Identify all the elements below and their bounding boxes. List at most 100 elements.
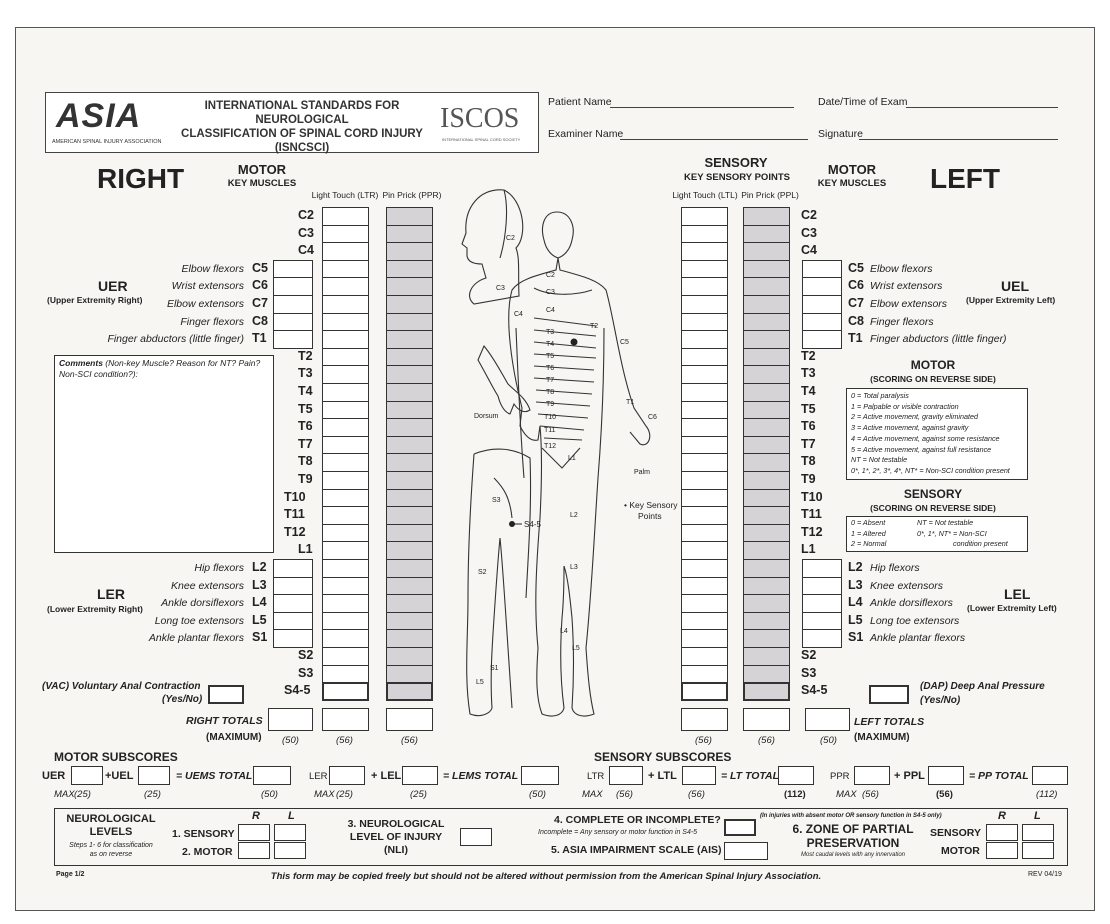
right-pp-l1[interactable] [386,541,433,560]
left-pp-l1[interactable] [743,541,790,560]
left-lt-t3[interactable] [681,365,728,384]
ltl-sub-box[interactable] [682,766,716,785]
right-lt-t8[interactable] [322,453,369,472]
vac-box[interactable] [208,685,244,704]
left-lt-s1[interactable] [681,629,728,648]
right-motor-l2[interactable] [273,559,313,578]
left-pp-l4[interactable] [743,594,790,613]
left-motor-l2[interactable] [802,559,842,578]
zpp-sensory-l[interactable] [1022,824,1054,841]
right-motor-l5[interactable] [273,611,313,631]
left-lt-c8[interactable] [681,312,728,332]
left-pp-s1[interactable] [743,629,790,648]
patient-name-field[interactable] [610,107,794,108]
left-pp-t12[interactable] [743,523,790,543]
uel-sub-box[interactable] [138,766,170,785]
left-lt-c4[interactable] [681,242,728,261]
right-pp-c8[interactable] [386,312,433,332]
signature-field[interactable] [859,139,1058,140]
left-pp-c8[interactable] [743,312,790,332]
right-pp-c5[interactable] [386,259,433,279]
right-motor-t1[interactable] [273,330,313,349]
left-pp-t4[interactable] [743,383,790,402]
left-pp-l2[interactable] [743,559,790,578]
right-pp-s1[interactable] [386,629,433,648]
right-pp-t9[interactable] [386,471,433,490]
nl-sensory-r[interactable] [238,824,270,841]
left-lt-t7[interactable] [681,435,728,455]
right-pp-t4[interactable] [386,383,433,402]
right-motor-l3[interactable] [273,576,313,596]
left-pp-t9[interactable] [743,471,790,490]
lt-total-box[interactable] [778,766,814,785]
left-pp-s4-5[interactable] [743,682,790,701]
pp-total-box[interactable] [1032,766,1068,785]
right-pp-t10[interactable] [386,488,433,508]
right-pp-t11[interactable] [386,506,433,525]
left-lt-l4[interactable] [681,594,728,613]
left-pp-t5[interactable] [743,400,790,420]
right-pp-c4[interactable] [386,242,433,261]
left-lt-l1[interactable] [681,541,728,560]
right-pp-c3[interactable] [386,224,433,244]
zpp-sensory-r[interactable] [986,824,1018,841]
right-motor-c8[interactable] [273,312,313,332]
right-lt-t5[interactable] [322,400,369,420]
left-lt-c5[interactable] [681,259,728,279]
right-pp-t6[interactable] [386,418,433,437]
left-motor-total[interactable] [805,708,850,731]
left-lt-t1[interactable] [681,330,728,349]
left-lt-c6[interactable] [681,277,728,296]
left-pp-c2[interactable] [743,207,790,226]
left-lt-l2[interactable] [681,559,728,578]
complete-box[interactable] [724,819,756,836]
right-lt-t11[interactable] [322,506,369,525]
left-pp-s3[interactable] [743,664,790,684]
right-lt-l3[interactable] [322,576,369,596]
right-lt-s3[interactable] [322,664,369,684]
right-lt-t6[interactable] [322,418,369,437]
left-motor-c8[interactable] [802,312,842,332]
nli-box[interactable] [460,828,492,846]
left-motor-l4[interactable] [802,594,842,613]
lems-box[interactable] [521,766,559,785]
nl-motor-r[interactable] [238,842,270,859]
left-lt-s2[interactable] [681,647,728,666]
right-lt-s1[interactable] [322,629,369,648]
right-lt-t12[interactable] [322,523,369,543]
right-lt-c8[interactable] [322,312,369,332]
ppl-sub-box[interactable] [928,766,964,785]
left-lt-c3[interactable] [681,224,728,244]
ppr-sub-box[interactable] [854,766,890,785]
right-pp-t12[interactable] [386,523,433,543]
nl-motor-l[interactable] [274,842,306,859]
left-lt-s3[interactable] [681,664,728,684]
left-lt-c2[interactable] [681,207,728,226]
right-lt-t4[interactable] [322,383,369,402]
right-pp-total[interactable] [386,708,433,731]
right-motor-c7[interactable] [273,295,313,314]
right-lt-c5[interactable] [322,259,369,279]
right-motor-s1[interactable] [273,629,313,648]
left-lt-t11[interactable] [681,506,728,525]
left-lt-t4[interactable] [681,383,728,402]
left-lt-l3[interactable] [681,576,728,596]
right-pp-l5[interactable] [386,611,433,631]
uer-sub-box[interactable] [71,766,103,785]
ltr-sub-box[interactable] [609,766,643,785]
lel-sub-box[interactable] [402,766,438,785]
left-lt-l5[interactable] [681,611,728,631]
left-pp-l5[interactable] [743,611,790,631]
right-pp-t2[interactable] [386,347,433,367]
right-pp-t1[interactable] [386,330,433,349]
exam-time-field[interactable] [906,107,1058,108]
left-lt-t10[interactable] [681,488,728,508]
right-pp-l4[interactable] [386,594,433,613]
right-motor-c5[interactable] [273,259,313,279]
right-lt-s4-5[interactable] [322,682,369,701]
left-pp-t10[interactable] [743,488,790,508]
dap-box[interactable] [869,685,909,704]
right-pp-t7[interactable] [386,435,433,455]
right-pp-l3[interactable] [386,576,433,596]
left-pp-t11[interactable] [743,506,790,525]
